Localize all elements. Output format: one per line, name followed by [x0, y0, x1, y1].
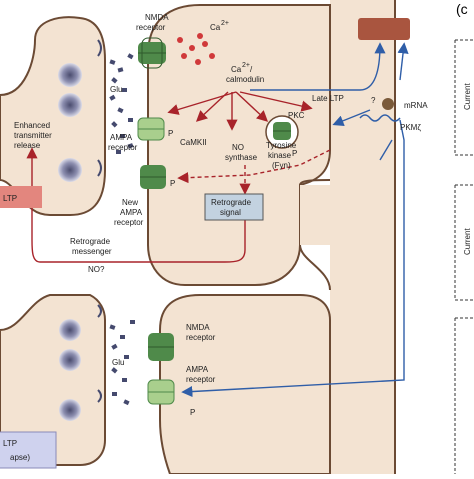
camod-sup: 2+ [242, 62, 250, 69]
glu-bottom-label: Glu [112, 358, 124, 367]
camod-label-2: / [250, 65, 253, 74]
camod-label-1: Ca [231, 65, 242, 74]
mrna-label: mRNA [404, 101, 428, 110]
ampa-top-label-1: AMPA [110, 133, 133, 142]
ampa-bottom-label-1: AMPA [186, 365, 209, 374]
phosphate-2: P [170, 179, 175, 188]
new-ampa-receptor [140, 165, 166, 189]
bottom-spine [159, 294, 331, 475]
new-ampa-label-2: AMPA [120, 208, 143, 217]
ampa-bottom-label-2: receptor [186, 375, 216, 384]
enhanced-label-1: Enhanced [14, 121, 50, 130]
panel-c-label: (c [456, 1, 468, 17]
ampa-top-label-2: receptor [108, 143, 138, 152]
current-label-2: Current [463, 228, 472, 255]
tyrosine-label-2: kinase [268, 151, 292, 160]
nmda-bottom-label-1: NMDA [186, 323, 210, 332]
endosome-receptor [265, 115, 299, 149]
retro-messenger-label-2: messenger [72, 247, 112, 256]
nmda-top-label-1: NMDA [145, 13, 169, 22]
glutamate-top [109, 53, 134, 154]
no-question-label: NO? [88, 265, 105, 274]
phosphate-1: P [168, 129, 173, 138]
late-ltp-label: Late LTP [312, 94, 344, 103]
ltp-tag-bottom-label-2: apse) [10, 453, 30, 462]
phosphate-3: P [292, 149, 297, 158]
glu-top-label: Glu [110, 85, 122, 94]
mrna-strand [359, 114, 401, 122]
no-synthase-label-1: NO [232, 143, 244, 152]
retro-signal-label-1: Retrograde [211, 198, 252, 207]
retro-messenger-label-1: Retrograde [70, 237, 111, 246]
ampa-receptor-bottom [147, 379, 175, 405]
ribosome [382, 98, 394, 110]
nmda-bottom-label-2: receptor [186, 333, 216, 342]
tyrosine-label-1: Tyrosine [266, 141, 297, 150]
ca-sup: 2+ [221, 20, 229, 27]
retrograde-signal-box [204, 193, 264, 221]
calcium-ions [177, 33, 215, 65]
red-arrows [26, 91, 331, 263]
retro-signal-label-2: signal [220, 208, 241, 217]
no-synthase-label-2: synthase [225, 153, 258, 162]
ltp-tag-bottom [0, 431, 57, 469]
top-presynaptic-terminal [0, 16, 106, 216]
enhanced-label-3: release [14, 141, 41, 150]
ampa-receptor-top [137, 117, 165, 141]
ltp-tag-top-label: LTP [3, 194, 17, 203]
vesicle-cluster-bottom [59, 319, 81, 421]
current-label-1: Current [463, 83, 472, 110]
camod-label-3: calmodulin [226, 75, 264, 84]
membrane-insertion-block [358, 18, 410, 40]
dendrite-shaft [330, 0, 395, 474]
nmda-receptor-bottom [148, 333, 174, 361]
phosphate-4: P [190, 408, 195, 417]
enhanced-label-2: transmitter [14, 131, 52, 140]
nmda-receptor-top [138, 37, 166, 69]
pkc-label: PKC [288, 111, 305, 120]
nmda-top-label-2: receptor [136, 23, 166, 32]
ca-label: Ca [210, 23, 221, 32]
question-label: ? [371, 96, 376, 105]
new-ampa-label-1: New [122, 198, 138, 207]
ltp-tag-top [0, 186, 42, 208]
ltp-tag-bottom-label-1: LTP [3, 439, 17, 448]
tyrosine-label-3: (Fyn) [272, 161, 291, 170]
vesicle-cluster-top [58, 63, 82, 182]
pkmz-label: PKMζ [400, 123, 421, 132]
camkii-label: CaMKII [180, 138, 207, 147]
new-ampa-label-3: receptor [114, 218, 144, 227]
blue-arrows [181, 42, 409, 398]
glutamate-bottom [109, 320, 135, 406]
